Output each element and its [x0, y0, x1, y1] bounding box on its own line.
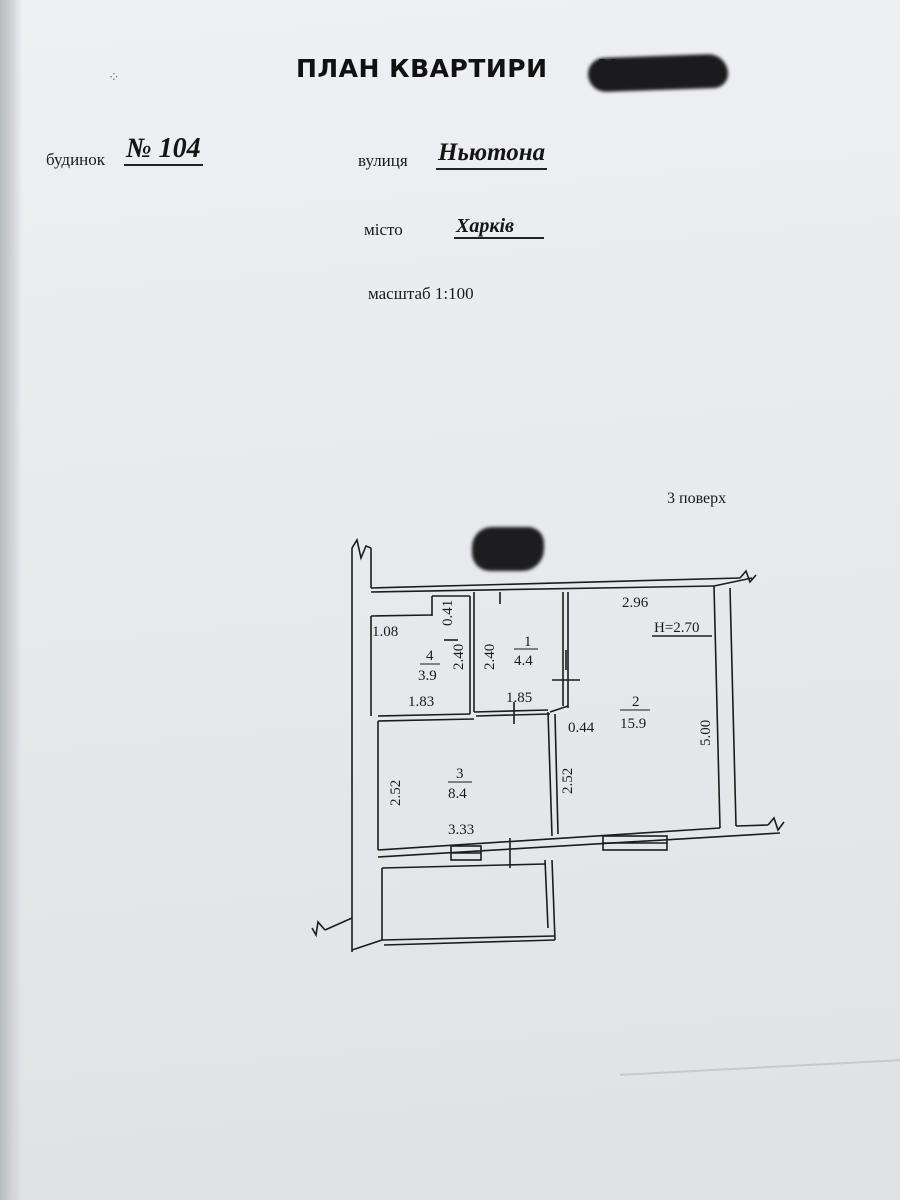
- room-4-number: 4: [426, 648, 434, 664]
- house-label: будинок: [46, 150, 106, 169]
- dim-2-52-b: 2.52: [560, 768, 576, 794]
- street-label: вулиця: [358, 151, 408, 170]
- redaction-mark-plan: [472, 527, 544, 571]
- city-label: місто: [364, 220, 403, 239]
- dim-0-41: 0.41: [440, 600, 456, 626]
- document-title: ПЛАН КВАРТИРИ: [296, 54, 548, 83]
- plan-walls: [311, 537, 785, 952]
- paper-speck: ⁘: [108, 70, 120, 86]
- house-number: № 104: [124, 133, 203, 166]
- dim-2-40-b: 2.40: [482, 644, 498, 670]
- dim-1-83: 1.83: [408, 694, 434, 710]
- city-name: Харків: [454, 215, 544, 239]
- page-edge-shadow: [0, 0, 22, 1200]
- dim-2-96: 2.96: [622, 595, 649, 611]
- scale-label: масштаб 1:100: [368, 284, 474, 303]
- dim-2-52-a: 2.52: [388, 780, 404, 806]
- dim-1-08: 1.08: [372, 624, 398, 640]
- room-1-area: 4.4: [514, 653, 533, 669]
- dim-3-33: 3.33: [448, 822, 474, 838]
- street-name: Ньютона: [436, 138, 548, 170]
- room-2-number: 2: [632, 694, 640, 710]
- plan-labels: 1.08 0.41 2.40 2.40 4 3.9 1.83 1 4.4 1.8…: [372, 595, 714, 838]
- dim-0-44: 0.44: [568, 720, 595, 736]
- room-4-area: 3.9: [418, 668, 437, 684]
- floor-label: 3 поверх: [667, 490, 727, 507]
- dim-2-40-a: 2.40: [451, 644, 467, 670]
- ceiling-height: H=2.70: [654, 620, 700, 636]
- room-1-number: 1: [524, 634, 532, 650]
- room-3-number: 3: [456, 766, 464, 782]
- dim-1-85: 1.85: [506, 690, 532, 706]
- room-2-area: 15.9: [620, 716, 646, 732]
- room-3-area: 8.4: [448, 786, 467, 802]
- dim-5-00: 5.00: [698, 720, 714, 746]
